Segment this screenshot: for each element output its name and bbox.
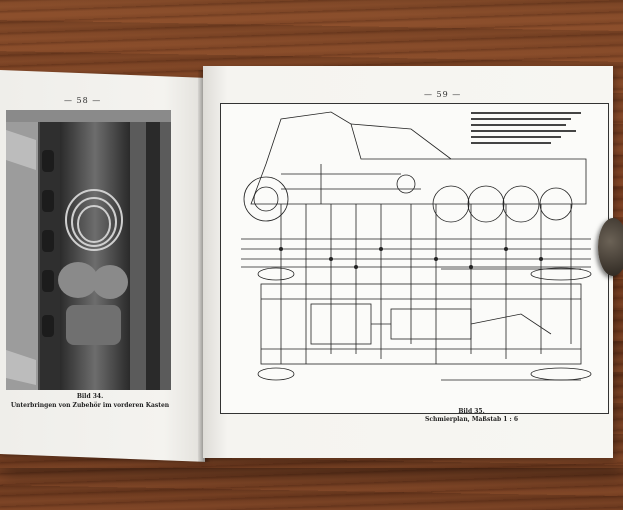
left-figure-label: Bild 34. [76,393,104,400]
lubrication-diagram [220,103,609,414]
left-page-number: — 58 — [64,96,102,105]
photo-illustration [6,110,171,390]
right-page-number: — 59 — [424,90,462,99]
vehicle-schematic [241,111,592,381]
right-figure-label: Bild 35. [458,408,485,415]
left-figure-text: Unterbringen von Zubehör im vorderen Kas… [10,402,170,409]
left-figure-caption: Bild 34. Unterbringen von Zubehör im vor… [10,392,170,410]
right-figure-text: Schmierplan, Maßstab 1 : 6 [425,416,519,423]
page-holder-knob [598,218,623,276]
engine-compartment-photo [6,110,171,390]
right-figure-caption: Bild 35. Schmierplan, Maßstab 1 : 6 [425,408,518,424]
